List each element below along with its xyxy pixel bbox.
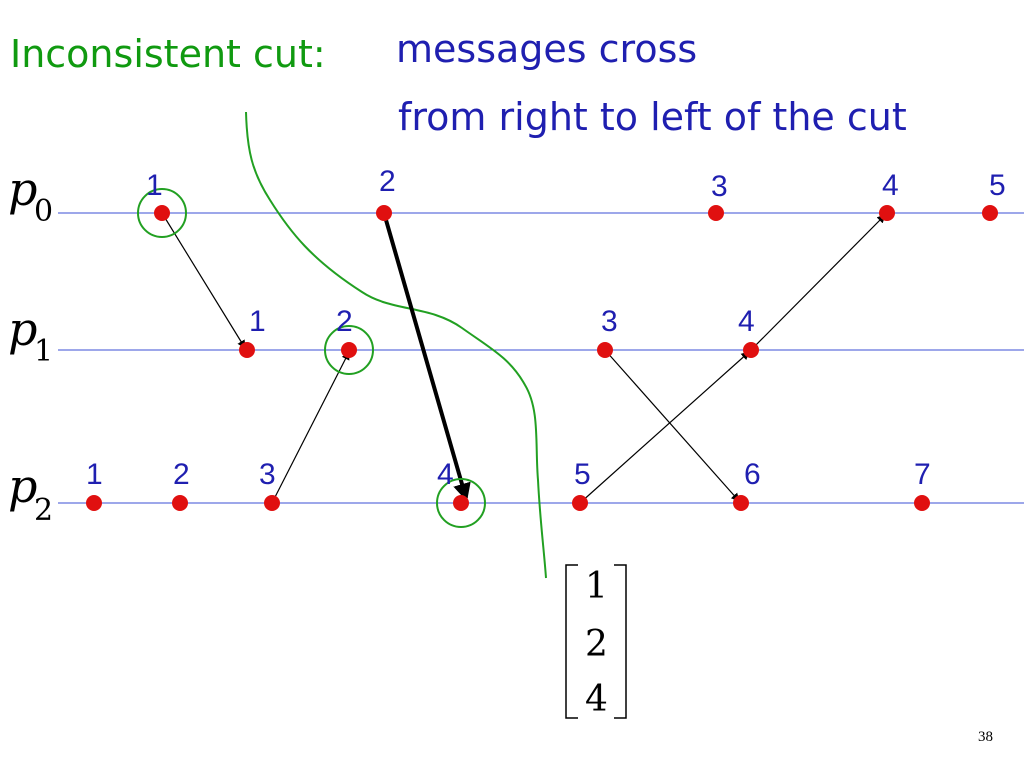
process-name: p <box>8 459 37 513</box>
events-p0: 1 2 3 4 5 <box>146 165 1006 221</box>
message-arrow <box>161 212 246 349</box>
event-dot <box>453 495 469 511</box>
cut-line <box>245 111 547 579</box>
event-dot <box>879 205 895 221</box>
event-label: 3 <box>711 170 728 203</box>
event-label: 1 <box>86 458 103 491</box>
event-dot <box>239 342 255 358</box>
event-label: 4 <box>437 458 454 491</box>
events-p2: 1 2 3 4 5 6 7 <box>86 458 931 511</box>
event-dot <box>86 495 102 511</box>
event-label: 2 <box>336 305 353 338</box>
event-label: 1 <box>249 305 266 338</box>
message-arrow <box>750 214 886 351</box>
event-dot <box>743 342 759 358</box>
event-dot <box>914 495 930 511</box>
cut-marker-p0 <box>137 188 187 238</box>
event-dot <box>572 495 588 511</box>
event-label: 5 <box>574 458 591 491</box>
message-arrow-crossing <box>382 212 471 502</box>
process-index: 1 <box>34 334 53 369</box>
cut-vector-entry: 1 <box>585 566 608 607</box>
event-dot <box>982 205 998 221</box>
process-index: 2 <box>34 493 53 528</box>
title-line-1: messages cross <box>396 27 697 71</box>
event-dot <box>172 495 188 511</box>
event-dot <box>154 205 170 221</box>
event-dot <box>733 495 749 511</box>
cut-vector-entry: 4 <box>585 679 608 720</box>
message-arrow <box>271 351 350 504</box>
cut-marker-p2 <box>436 478 486 528</box>
event-label: 3 <box>259 458 276 491</box>
event-label: 4 <box>882 169 899 202</box>
page-number: 38 <box>978 729 993 745</box>
process-index: 0 <box>34 194 53 229</box>
event-label: 6 <box>744 458 761 491</box>
title-label: Inconsistent cut: <box>10 32 326 76</box>
event-label: 2 <box>379 165 396 198</box>
event-label: 5 <box>989 169 1006 202</box>
event-label: 7 <box>914 458 931 491</box>
events-p1: 1 2 3 4 <box>239 305 759 358</box>
event-label: 4 <box>738 305 755 338</box>
event-label: 1 <box>146 169 163 202</box>
process-label-p1: p 1 <box>8 302 53 369</box>
right-bracket <box>614 564 627 719</box>
process-name: p <box>8 162 37 216</box>
left-bracket <box>565 564 578 719</box>
process-label-p0: p 0 <box>8 162 53 229</box>
process-label-p2: p 2 <box>8 459 53 528</box>
process-name: p <box>8 302 37 356</box>
event-label: 3 <box>601 305 618 338</box>
event-dot <box>376 205 392 221</box>
event-dot <box>341 342 357 358</box>
message-arrow <box>604 349 740 502</box>
cut-vector: 1 2 4 <box>565 564 627 720</box>
event-dot <box>597 342 613 358</box>
cut-vector-entry: 2 <box>585 624 608 665</box>
event-dot <box>264 495 280 511</box>
message-arrow <box>579 351 750 504</box>
event-label: 2 <box>173 458 190 491</box>
title-line-2: from right to left of the cut <box>398 95 907 139</box>
messages <box>161 212 886 504</box>
cut-marker-p1 <box>324 325 374 375</box>
event-dot <box>708 205 724 221</box>
